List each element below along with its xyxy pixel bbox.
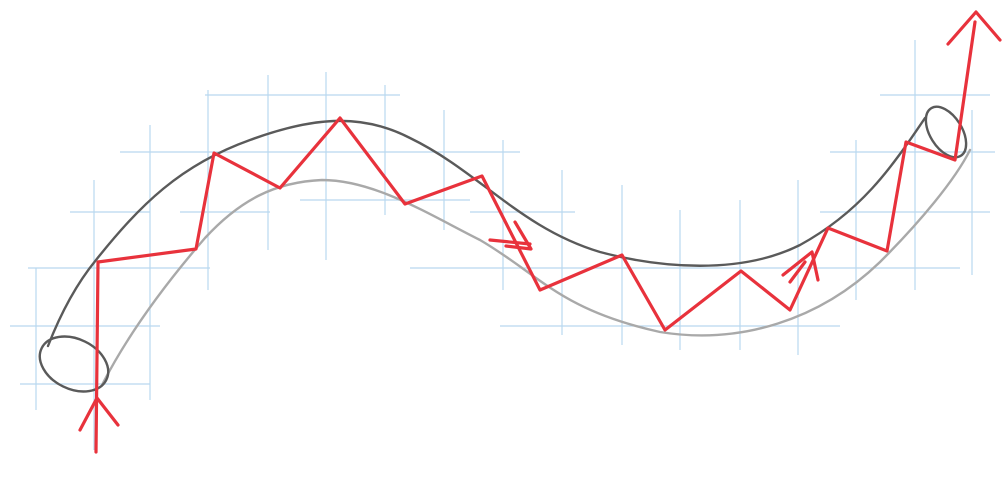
light-ray-branch-right <box>788 260 807 284</box>
tube-lower-wall <box>100 148 972 387</box>
tube <box>38 105 972 393</box>
arrow-down-right-icon <box>504 220 533 251</box>
tube-left-end <box>38 335 110 393</box>
arrow-up-right-icon <box>946 10 1002 46</box>
light-ray-branch <box>488 238 532 246</box>
arrow-up-icon <box>78 396 120 432</box>
tube-right-end <box>924 105 968 159</box>
light-ray-path <box>94 20 977 454</box>
arrow-up-left-icon <box>781 250 820 282</box>
graph-paper-grid <box>10 40 995 450</box>
tube-upper-wall <box>46 116 927 348</box>
arrows <box>78 10 1002 432</box>
light-ray <box>94 20 977 454</box>
